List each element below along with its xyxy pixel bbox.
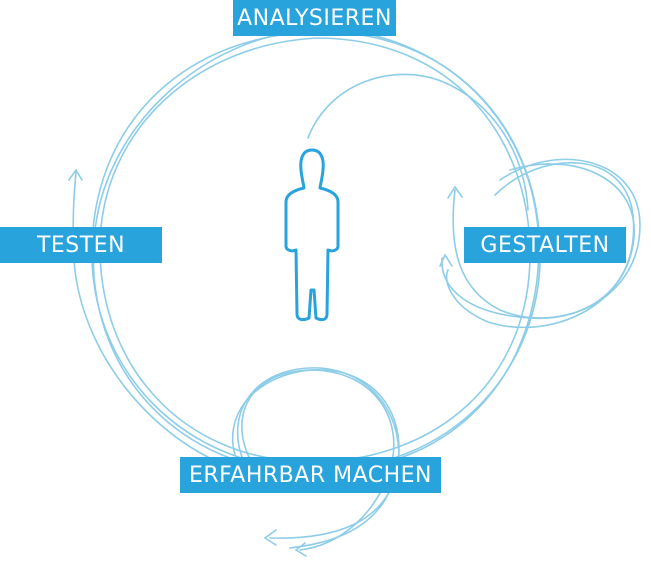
design-arrow-head-2 bbox=[439, 253, 453, 267]
test-arrow-head bbox=[68, 168, 83, 181]
stage-label-design: GESTALTEN bbox=[464, 227, 626, 263]
design-arrow-head-1 bbox=[447, 185, 463, 199]
design-loop-3 bbox=[445, 163, 635, 329]
experience-arrow-head-1 bbox=[263, 529, 277, 546]
stage-label-experience: ERFAHRBAR MACHEN bbox=[180, 457, 441, 493]
analyze-swirl bbox=[307, 73, 529, 211]
stage-label-test: TESTEN bbox=[0, 227, 162, 263]
stage-label-analyze: ANALYSIEREN bbox=[233, 0, 396, 36]
experience-loop-3 bbox=[232, 369, 400, 549]
person-icon bbox=[284, 148, 340, 322]
experience-arrow-head-2 bbox=[294, 542, 307, 557]
experience-loop-2 bbox=[241, 369, 395, 551]
test-arrow-line bbox=[72, 171, 239, 471]
